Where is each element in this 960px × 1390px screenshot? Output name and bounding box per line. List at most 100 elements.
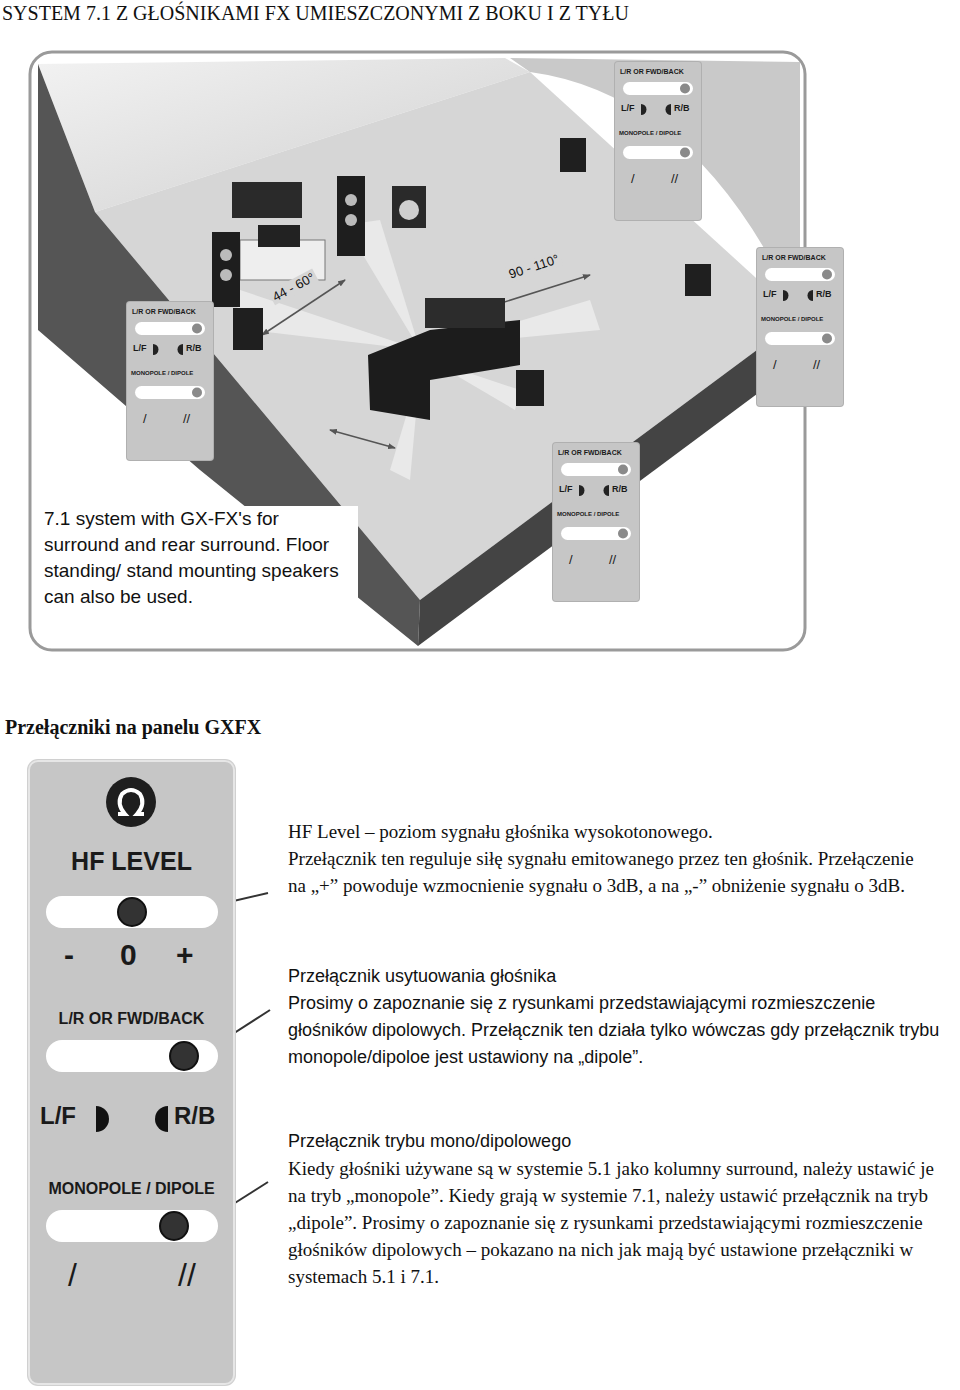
right-back-symbol xyxy=(155,1106,168,1132)
switch-label: MONOPOLE / DIPOLE xyxy=(761,316,823,323)
paragraph-text: Kiedy głośniki używane są w systemie 5.1… xyxy=(288,1155,956,1290)
switch-label: L/R OR FWD/BACK xyxy=(558,449,622,457)
page-title: SYSTEM 7.1 Z GŁOŚNIKAMI FX UMIESZCZONYMI… xyxy=(2,2,629,25)
section-heading: Przełączniki na panelu GXFX xyxy=(5,716,261,739)
slider-knob xyxy=(822,334,832,344)
slider-track xyxy=(135,386,205,399)
slider-track xyxy=(561,527,631,540)
slider-track xyxy=(46,1210,218,1242)
sofa xyxy=(368,320,520,420)
switch-label: R/B xyxy=(186,344,202,354)
right-back-symbol xyxy=(178,344,184,355)
switch-label: MONOPOLE / DIPOLE xyxy=(619,130,681,137)
switch-label: / xyxy=(68,1258,77,1293)
panel-controls xyxy=(757,248,843,406)
slider-knob xyxy=(680,148,690,158)
switch-label: L/R OR FWD/BACK xyxy=(620,68,684,76)
paragraph-heading: Przełącznik usytuowania głośnika xyxy=(288,963,948,990)
switch-label: MONOPOLE / DIPOLE xyxy=(131,370,193,377)
switch-label: // xyxy=(813,358,820,372)
switch-panel-mini: L/R OR FWD/BACKL/FR/BMONOPOLE / DIPOLE//… xyxy=(553,443,639,601)
paragraph-text: Przełącznik ten reguluje siłę sygnału em… xyxy=(288,845,918,899)
switch-label: / xyxy=(569,553,573,567)
switch-label: R/B xyxy=(612,485,628,495)
slider-track xyxy=(46,1040,218,1072)
slider-track xyxy=(765,268,835,281)
switch-label: MONOPOLE / DIPOLE xyxy=(557,511,619,518)
switch-panel-mini: L/R OR FWD/BACKL/FR/BMONOPOLE / DIPOLE//… xyxy=(615,62,701,220)
switch-label: // xyxy=(671,172,678,186)
right-back-symbol xyxy=(604,485,610,496)
front-left-speaker xyxy=(212,232,240,307)
switch-label: R/B xyxy=(674,104,690,114)
slider-knob xyxy=(618,465,628,475)
left-front-symbol xyxy=(579,485,585,496)
panel-controls xyxy=(127,302,213,460)
switch-label: / xyxy=(631,172,635,186)
switch-label: L/R OR FWD/BACK xyxy=(28,1010,235,1028)
left-front-symbol xyxy=(783,290,789,301)
front-right-speaker xyxy=(337,176,365,256)
illustration-frame xyxy=(30,52,805,650)
switch-label: // xyxy=(178,1258,196,1293)
switch-label: HF LEVEL xyxy=(28,848,235,876)
slider-track xyxy=(623,146,693,159)
paragraph-heading: Przełącznik trybu mono/dipolowego xyxy=(288,1128,948,1155)
switch-label: R/B xyxy=(174,1103,215,1129)
paragraph-text: Prosimy o zapoznanie się z rysunkami prz… xyxy=(288,990,948,1071)
switch-label: R/B xyxy=(816,290,832,300)
driver xyxy=(345,214,357,226)
switch-label: L/R OR FWD/BACK xyxy=(132,308,196,316)
switch-panel-mini: L/R OR FWD/BACKL/FR/BMONOPOLE / DIPOLE//… xyxy=(127,302,213,460)
slider-track xyxy=(623,82,693,95)
switch-label: / xyxy=(773,358,777,372)
switch-label: // xyxy=(609,553,616,567)
switch-label: - xyxy=(64,938,74,971)
switch-label: / xyxy=(143,412,147,426)
rear-speaker xyxy=(516,370,544,406)
surround-speaker xyxy=(560,138,586,172)
switch-label: L/F xyxy=(763,290,777,300)
right-back-symbol xyxy=(808,290,814,301)
tv-set xyxy=(232,182,302,218)
distance-arrow xyxy=(330,430,395,448)
rear-speaker xyxy=(233,308,263,350)
slider-knob xyxy=(192,324,202,334)
left-wall xyxy=(38,64,420,646)
switch-label: + xyxy=(176,938,194,971)
slider-knob xyxy=(680,84,690,94)
slider-knob xyxy=(160,1212,188,1240)
slider-track xyxy=(561,463,631,476)
armchair xyxy=(425,298,505,328)
slider-knob xyxy=(618,529,628,539)
switch-label: MONOPOLE / DIPOLE xyxy=(28,1180,235,1198)
switch-panel: HF LEVEL - 0 + L/R OR FWD/BACK L/F R/B MONOPOLE… xyxy=(28,760,235,1385)
brand-logo-mark xyxy=(118,790,144,814)
slider-track xyxy=(765,332,835,345)
driver xyxy=(220,269,232,281)
switch-label: L/F xyxy=(621,104,635,114)
subwoofer xyxy=(392,186,426,228)
switch-label: L/F xyxy=(559,485,573,495)
driver xyxy=(345,194,357,206)
slider-track xyxy=(135,322,205,335)
illustration-caption: 7.1 system with GX-FX's for surround and… xyxy=(42,506,358,610)
left-front-symbol xyxy=(153,344,159,355)
slider-track xyxy=(46,896,218,928)
paragraph-heading: HF Level – poziom sygnału głośnika wysok… xyxy=(288,818,948,845)
switch-label: // xyxy=(183,412,190,426)
right-back-symbol xyxy=(666,104,672,115)
switch-panel-mini: L/R OR FWD/BACKL/FR/BMONOPOLE / DIPOLE//… xyxy=(757,248,843,406)
brand-logo xyxy=(106,777,156,827)
surround-speaker xyxy=(685,264,711,296)
slider-knob xyxy=(170,1042,198,1070)
switch-label: L/F xyxy=(40,1103,76,1129)
panel-controls xyxy=(615,62,701,220)
subwoofer-driver xyxy=(399,200,419,220)
switch-label: L/F xyxy=(133,344,147,354)
slider-knob xyxy=(822,270,832,280)
slider-knob xyxy=(118,898,146,926)
left-front-symbol xyxy=(96,1106,109,1132)
switch-label: 0 xyxy=(120,938,137,971)
center-speaker xyxy=(258,225,300,247)
